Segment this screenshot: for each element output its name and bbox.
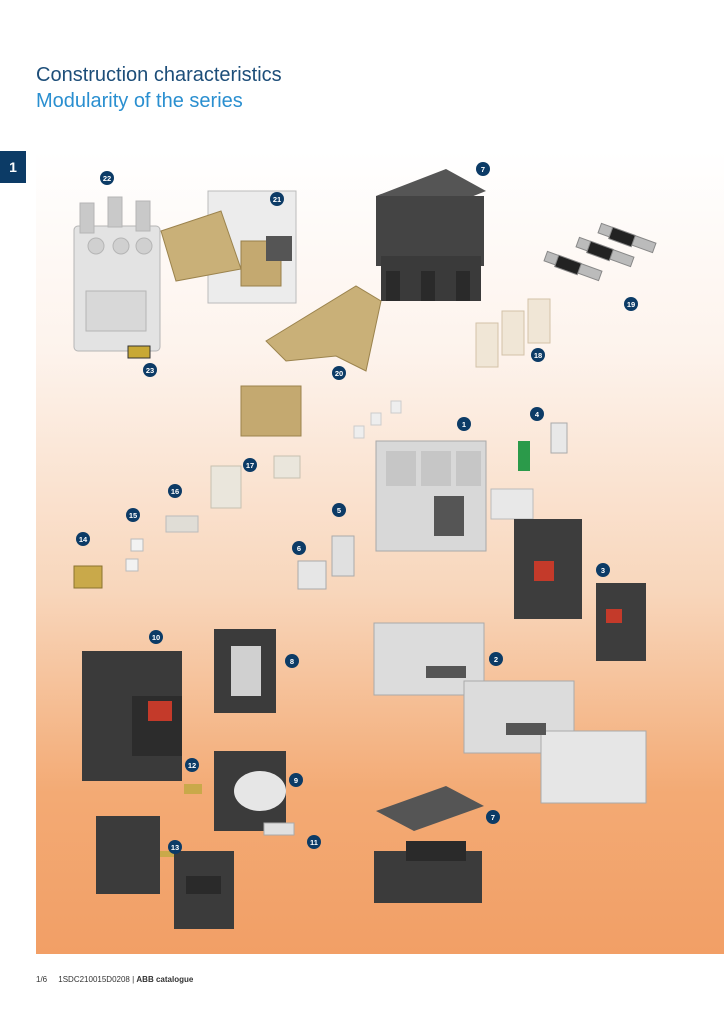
key-lock-part <box>184 784 202 794</box>
motor-operator-part <box>82 651 182 781</box>
callout-13: 13 <box>168 840 182 854</box>
circuit-breaker-body-part <box>353 400 534 552</box>
callout-7-top: 7 <box>476 162 490 176</box>
terminal-lug-part <box>73 565 103 589</box>
callout-4: 4 <box>530 407 544 421</box>
trip-unit-part <box>518 441 530 471</box>
release-part <box>297 560 327 590</box>
callout-21: 21 <box>270 192 284 206</box>
chapter-tab: 1 <box>0 151 26 183</box>
callout-11: 11 <box>307 835 321 849</box>
page-footer: 1/6 1SDC210015D0208 | ABB catalogue <box>36 975 193 984</box>
callout-19: 19 <box>624 297 638 311</box>
callout-12: 12 <box>185 758 199 772</box>
callout-22: 22 <box>100 171 114 185</box>
components-illustration <box>73 169 657 929</box>
terminal-block-part <box>210 455 301 509</box>
phase-separator-part <box>475 298 551 368</box>
doc-code: 1SDC210015D0208 <box>58 975 130 984</box>
front-plate-part <box>514 519 646 661</box>
connector-plate-part <box>165 515 199 533</box>
exploded-components-panel: 22 21 7 19 18 23 20 1 4 17 16 15 5 14 6 … <box>36 151 724 954</box>
callout-10: 10 <box>149 630 163 644</box>
callout-6: 6 <box>292 541 306 555</box>
callout-20: 20 <box>332 366 346 380</box>
rear-terminal-part <box>240 285 382 437</box>
fixed-part-frame <box>160 190 297 304</box>
page-number: 1/6 <box>36 975 48 984</box>
shaft-part <box>263 822 295 836</box>
callout-2: 2 <box>489 652 503 666</box>
callout-7-bottom: 7 <box>486 810 500 824</box>
breaker-variant-part <box>373 622 647 804</box>
terminal-cover-part-lower <box>374 786 484 903</box>
terminal-cover-part <box>376 169 486 301</box>
callout-23: 23 <box>143 363 157 377</box>
catalogue-label: ABB catalogue <box>136 975 194 984</box>
extended-terminal-part <box>543 222 657 282</box>
callout-3: 3 <box>596 563 610 577</box>
auxiliary-contact-part <box>331 535 355 577</box>
callout-5: 5 <box>332 503 346 517</box>
callout-1: 1 <box>457 417 471 431</box>
page-subtitle: Modularity of the series <box>36 90 243 112</box>
callout-16: 16 <box>168 484 182 498</box>
page-title: Construction characteristics <box>36 64 282 86</box>
callout-18: 18 <box>531 348 545 362</box>
callout-8: 8 <box>285 654 299 668</box>
footer-separator: | <box>132 975 135 984</box>
callout-17: 17 <box>243 458 257 472</box>
callout-15: 15 <box>126 508 140 522</box>
plug-in-base-part <box>73 196 161 352</box>
callout-14: 14 <box>76 532 90 546</box>
door-handle-part <box>96 816 234 929</box>
callout-9: 9 <box>289 773 303 787</box>
